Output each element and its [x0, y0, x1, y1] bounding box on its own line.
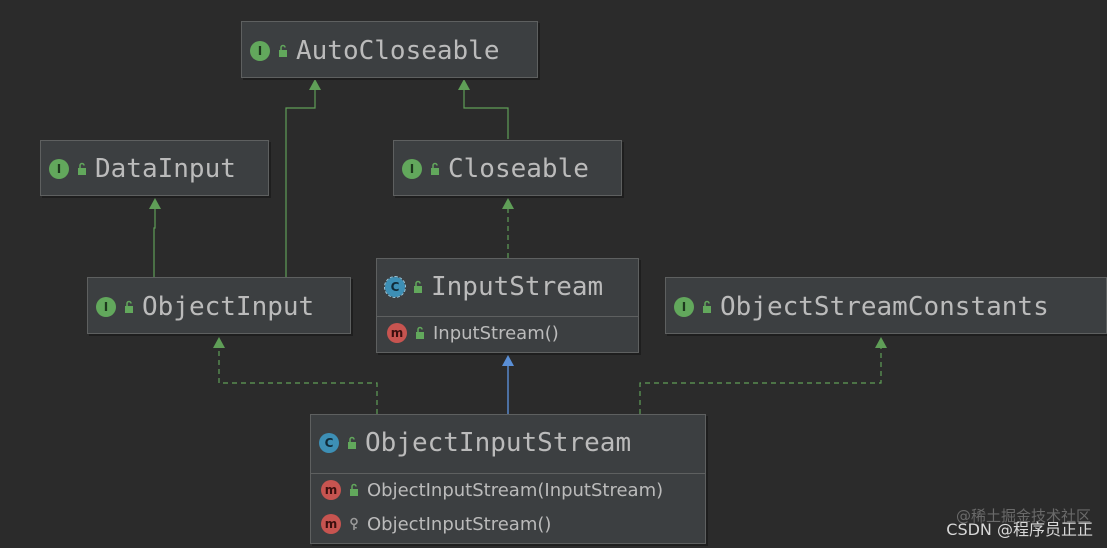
- class-badge-icon: C: [319, 433, 339, 453]
- node-objectstreamconstants[interactable]: I ObjectStreamConstants: [665, 277, 1107, 334]
- abstract-class-badge-icon: C: [384, 276, 406, 298]
- method-badge-icon: m: [321, 480, 341, 500]
- arrowhead-objectstreamconstants: [875, 337, 887, 348]
- arrowhead-inputstream: [502, 355, 514, 366]
- method-row[interactable]: m InputStream(): [377, 318, 638, 348]
- method-row[interactable]: m ObjectInputStream(): [311, 509, 705, 539]
- arrowhead-autocloseable-right: [458, 79, 470, 90]
- interface-badge-icon: I: [674, 296, 694, 317]
- node-divider: [377, 316, 638, 317]
- node-header: C ObjectInputStream: [311, 415, 705, 471]
- node-title: ObjectInputStream: [365, 428, 632, 458]
- node-header: C InputStream: [377, 259, 638, 315]
- protected-key-icon: [350, 517, 358, 530]
- node-header: I DataInput: [41, 141, 268, 197]
- node-header: I ObjectStreamConstants: [666, 278, 1106, 335]
- interface-badge-icon: I: [402, 159, 422, 179]
- node-divider: [311, 473, 705, 474]
- node-objectinputstream[interactable]: C ObjectInputStream m ObjectInputStream(…: [310, 414, 706, 544]
- node-title: AutoCloseable: [296, 35, 500, 66]
- arrowhead-autocloseable-left: [309, 79, 321, 90]
- public-lock-icon: [279, 44, 287, 57]
- public-lock-icon: [431, 162, 439, 175]
- interface-badge-icon: I: [49, 159, 69, 179]
- method-label: InputStream(): [433, 322, 559, 344]
- node-title: InputStream: [431, 272, 604, 302]
- node-closeable[interactable]: I Closeable: [393, 140, 622, 196]
- method-badge-icon: m: [387, 323, 407, 343]
- faint-watermark: @稀土掘金技术社区: [955, 507, 1091, 525]
- method-row[interactable]: m ObjectInputStream(InputStream): [311, 475, 705, 505]
- arrowhead-objectinput: [213, 337, 225, 348]
- method-badge-icon: m: [321, 514, 341, 534]
- node-autocloseable[interactable]: I AutoCloseable: [241, 21, 538, 78]
- edge-objectinput-datainput: [153, 209, 156, 277]
- public-lock-icon: [703, 300, 711, 313]
- edge-closeable-autocloseable: [463, 90, 509, 139]
- public-lock-icon: [414, 280, 422, 293]
- node-title: Closeable: [448, 154, 589, 184]
- edge-objectinput-autocloseable: [285, 90, 316, 277]
- edge-objectinputstream-objectinput: [218, 348, 378, 414]
- arrowhead-closeable: [502, 198, 514, 209]
- interface-badge-icon: I: [96, 296, 116, 317]
- public-lock-icon: [350, 483, 358, 496]
- public-lock-icon: [416, 326, 424, 339]
- method-label: ObjectInputStream(): [367, 513, 552, 535]
- node-title: ObjectInput: [142, 291, 315, 322]
- edge-objectinputstream-objectstreamconstants: [639, 348, 882, 414]
- node-datainput[interactable]: I DataInput: [40, 140, 269, 196]
- node-inputstream[interactable]: C InputStream m InputStream(): [376, 258, 639, 353]
- watermark: CSDN @程序员正正: [946, 520, 1093, 539]
- node-objectinput[interactable]: I ObjectInput: [87, 277, 351, 334]
- node-header: I Closeable: [394, 141, 621, 197]
- method-label: ObjectInputStream(InputStream): [367, 479, 664, 501]
- public-lock-icon: [78, 162, 86, 175]
- public-lock-icon: [348, 436, 356, 449]
- node-header: I ObjectInput: [88, 278, 350, 335]
- public-lock-icon: [125, 300, 133, 313]
- node-title: ObjectStreamConstants: [720, 291, 1049, 322]
- node-title: DataInput: [95, 154, 236, 184]
- arrowhead-datainput: [149, 198, 161, 209]
- node-header: I AutoCloseable: [242, 22, 537, 79]
- interface-badge-icon: I: [250, 40, 270, 61]
